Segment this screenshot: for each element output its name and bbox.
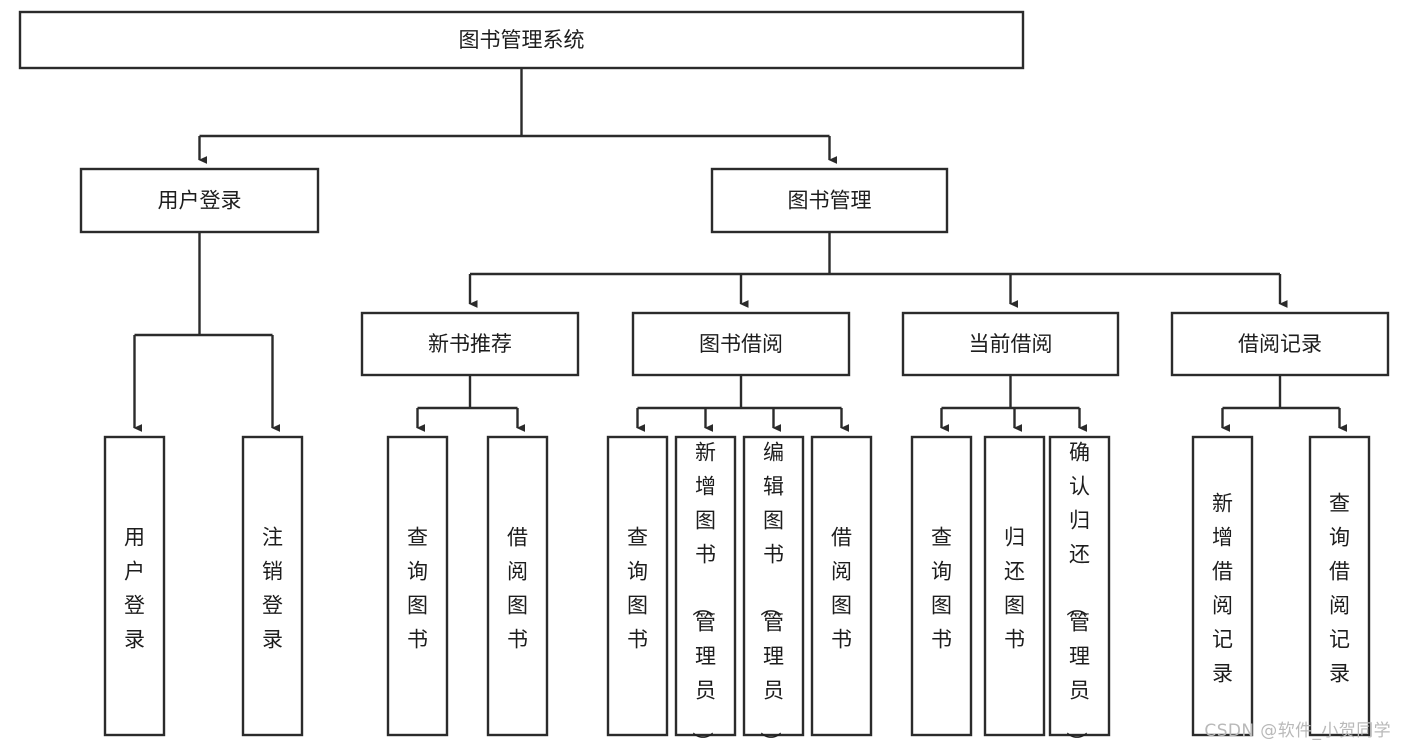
node-leaf-query-book-1[interactable]: 查询图书 — [386, 435, 449, 737]
edge-group-book-borrow — [636, 375, 850, 432]
node-label: 新书推荐 — [428, 332, 512, 356]
node-leaf-add-record[interactable]: 新增借阅记录 — [1191, 435, 1254, 737]
node-book-borrow[interactable]: 图书借阅 — [631, 311, 851, 377]
node-label: 借阅图书 — [507, 526, 528, 652]
node-borrow-record[interactable]: 借阅记录 — [1170, 311, 1390, 377]
node-box — [1308, 435, 1371, 737]
node-box — [742, 435, 805, 737]
edges-layer — [133, 68, 1348, 432]
edge-group-user-login — [133, 232, 281, 432]
node-box — [1191, 435, 1254, 737]
node-label: 查询图书 — [627, 526, 648, 652]
node-label: 确认归还（管理员） — [1064, 441, 1090, 747]
node-label: 查询图书 — [931, 526, 952, 652]
node-label: 新增图书（管理员） — [690, 441, 716, 747]
node-leaf-confirm-return[interactable]: 确认归还（管理员） — [1048, 435, 1111, 747]
edge-group-book-manage — [468, 232, 1288, 308]
node-label: 查询图书 — [407, 526, 428, 652]
node-root[interactable]: 图书管理系统 — [18, 10, 1025, 70]
node-new-book-rec[interactable]: 新书推荐 — [360, 311, 580, 377]
edge-group-new-book-rec — [416, 375, 526, 432]
node-leaf-user-logout[interactable]: 注销登录 — [241, 435, 304, 737]
node-label: 当前借阅 — [969, 332, 1053, 356]
node-label: 借阅记录 — [1238, 332, 1322, 356]
node-box — [810, 435, 873, 737]
node-box — [1170, 311, 1390, 377]
node-box — [901, 311, 1120, 377]
node-label: 查询借阅记录 — [1329, 492, 1350, 686]
node-box — [606, 435, 669, 737]
edge-group-root — [198, 68, 838, 164]
node-box — [983, 435, 1046, 737]
node-user-login[interactable]: 用户登录 — [79, 167, 320, 234]
node-box — [386, 435, 449, 737]
node-box — [486, 435, 549, 737]
node-label: 借阅图书 — [831, 526, 852, 652]
node-box — [79, 167, 320, 234]
node-label: 用户登录 — [124, 526, 145, 652]
node-box — [18, 10, 1025, 70]
node-box — [710, 167, 949, 234]
nodes-layer: 图书管理系统用户登录图书管理新书推荐图书借阅当前借阅借阅记录用户登录注销登录查询… — [18, 10, 1390, 747]
node-label: 编辑图书（管理员） — [758, 441, 784, 747]
node-book-manage[interactable]: 图书管理 — [710, 167, 949, 234]
node-leaf-user-login[interactable]: 用户登录 — [103, 435, 166, 737]
node-label: 新增借阅记录 — [1212, 492, 1233, 686]
edge-group-borrow-record — [1221, 375, 1348, 432]
node-label: 用户登录 — [158, 189, 242, 213]
node-box — [360, 311, 580, 377]
node-label: 图书管理系统 — [459, 28, 585, 52]
node-leaf-query-record[interactable]: 查询借阅记录 — [1308, 435, 1371, 737]
node-label: 归还图书 — [1004, 526, 1025, 652]
node-leaf-return-book[interactable]: 归还图书 — [983, 435, 1046, 737]
node-label: 图书管理 — [788, 189, 872, 213]
node-leaf-query-book-3[interactable]: 查询图书 — [910, 435, 973, 737]
node-leaf-add-book[interactable]: 新增图书（管理员） — [674, 435, 737, 747]
edge-group-current-borrow — [940, 375, 1088, 432]
watermark-label: CSDN @软件_小贺同学 — [1204, 721, 1391, 741]
node-leaf-query-book-2[interactable]: 查询图书 — [606, 435, 669, 737]
node-current-borrow[interactable]: 当前借阅 — [901, 311, 1120, 377]
node-box — [631, 311, 851, 377]
node-leaf-edit-book[interactable]: 编辑图书（管理员） — [742, 435, 805, 747]
node-leaf-borrow-book-2[interactable]: 借阅图书 — [810, 435, 873, 737]
node-box — [1048, 435, 1111, 737]
node-label: 注销登录 — [262, 526, 283, 652]
node-box — [241, 435, 304, 737]
node-box — [674, 435, 737, 737]
node-leaf-borrow-book-1[interactable]: 借阅图书 — [486, 435, 549, 737]
node-label: 图书借阅 — [699, 332, 783, 356]
node-box — [103, 435, 166, 737]
node-box — [910, 435, 973, 737]
